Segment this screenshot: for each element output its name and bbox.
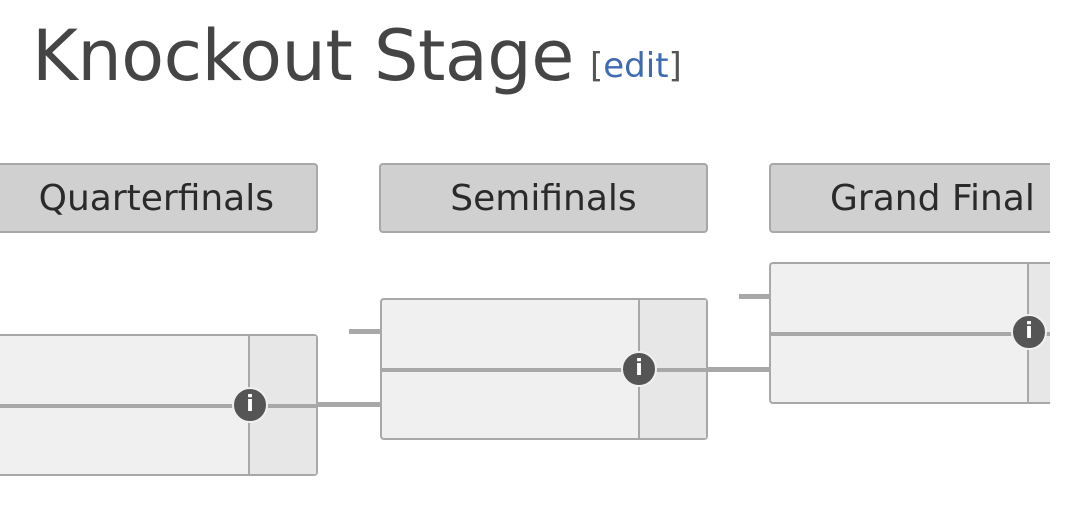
bracket-connector-stub — [349, 329, 380, 334]
bracket-connector — [318, 402, 380, 407]
round-label-grand-final: Grand Final — [830, 177, 1035, 219]
match-divider — [0, 404, 316, 408]
section-title: Knockout Stage — [32, 15, 574, 97]
edit-close-bracket: ] — [668, 46, 682, 86]
edit-open-bracket: [ — [590, 46, 604, 86]
edit-link[interactable]: edit — [603, 46, 669, 86]
match-semifinal[interactable] — [380, 298, 708, 440]
edit-section-links: [edit] — [590, 44, 682, 88]
round-header-semifinals: Semifinals — [379, 163, 708, 233]
match-divider — [771, 332, 1050, 336]
bracket-connector-stub — [739, 294, 770, 299]
match-quarterfinal[interactable] — [0, 334, 318, 476]
match-info-icon-quarterfinal[interactable]: i — [232, 387, 268, 423]
match-grand-final[interactable] — [769, 262, 1050, 404]
round-label-semifinals: Semifinals — [450, 177, 637, 219]
bracket-connector — [708, 367, 770, 372]
round-label-quarterfinals: Quarterfinals — [38, 177, 274, 219]
round-header-quarterfinals: Quarterfinals — [0, 163, 318, 233]
match-info-icon-grand-final[interactable]: i — [1011, 314, 1047, 350]
knockout-bracket: Quarterfinals Semifinals Grand Final i i — [0, 163, 1050, 476]
match-divider — [382, 368, 706, 372]
round-header-grand-final: Grand Final — [769, 163, 1050, 233]
match-info-icon-semifinal[interactable]: i — [621, 351, 657, 387]
